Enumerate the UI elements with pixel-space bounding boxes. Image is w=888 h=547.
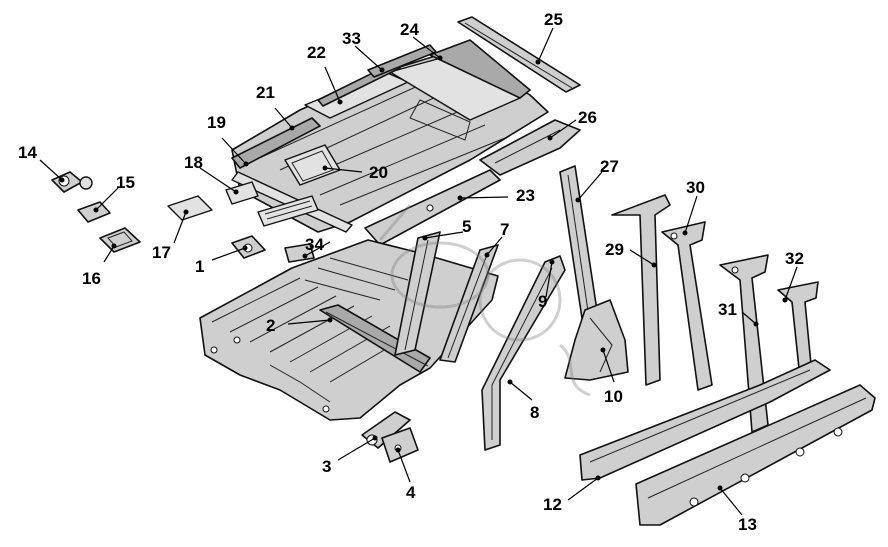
- callout-labels: 1 2 3 4 5 7 8 9 10 12 13 14 15 16 17 18 …: [18, 10, 804, 534]
- rail-hole: [426, 204, 434, 212]
- leader-lines: [39, 27, 798, 516]
- callout-16: 16: [82, 269, 101, 288]
- callout-17: 17: [152, 243, 171, 262]
- rear-header-crease: [464, 22, 573, 89]
- a-pillar-crease: [404, 239, 429, 351]
- callout-15: 15: [116, 173, 135, 192]
- callout-5: 5: [462, 217, 471, 236]
- callout-3: 3: [322, 457, 331, 476]
- callout-29: 29: [605, 240, 624, 259]
- callout-34: 34: [305, 235, 324, 254]
- watermark-logo: [378, 204, 591, 397]
- rocker-inner-crease: [589, 369, 811, 463]
- seat-mount-bracket: [381, 427, 419, 463]
- wheel-arch-crease: [589, 317, 613, 373]
- callout-18: 18: [184, 153, 203, 172]
- callout-19: 19: [207, 113, 226, 132]
- b-pillar-outer: [481, 255, 566, 451]
- callout-32: 32: [785, 249, 804, 268]
- callout-8: 8: [530, 403, 539, 422]
- callout-4: 4: [406, 483, 416, 502]
- cross-member-crease: [325, 311, 429, 367]
- callout-25: 25: [544, 10, 563, 29]
- roof-bow-rear: [429, 39, 531, 99]
- callout-30: 30: [686, 178, 705, 197]
- callout-23: 23: [516, 186, 535, 205]
- rocker-hole-2: [740, 473, 750, 483]
- callout-24: 24: [400, 20, 419, 39]
- callout-9: 9: [538, 292, 547, 311]
- rear-roof-header: [457, 16, 581, 93]
- rear-pillar-32: [777, 281, 819, 379]
- pillar-30-hole: [670, 232, 678, 240]
- rocker-hole-1: [689, 497, 699, 507]
- callout-26: 26: [578, 108, 597, 127]
- wheel-arch-reinforcement: [564, 299, 629, 381]
- rocker-hole-4: [833, 427, 843, 437]
- callout-12: 12: [543, 495, 562, 514]
- callout-10: 10: [604, 387, 623, 406]
- rocker-outer: [635, 384, 876, 526]
- rocker-hole-3: [795, 447, 805, 457]
- callout-20: 20: [369, 163, 388, 182]
- callout-13: 13: [738, 515, 757, 534]
- rear-pillar-29: [611, 194, 671, 386]
- rear-pillar-30: [661, 221, 713, 391]
- callout-33: 33: [342, 29, 361, 48]
- callout-1: 1: [195, 257, 204, 276]
- parts-group-left: [51, 171, 266, 259]
- rocker-inner: [579, 359, 831, 481]
- b-pillar-crease: [447, 251, 489, 359]
- callout-31: 31: [718, 300, 737, 319]
- roof-panel: [231, 49, 549, 233]
- visor-bracket: [225, 181, 259, 205]
- roof-side-rail: [479, 119, 581, 176]
- roof-side-rail-crease: [494, 129, 561, 164]
- a-pillar-reinforcement: [394, 231, 441, 356]
- leader-dots: [59, 55, 788, 491]
- callout-2: 2: [266, 316, 275, 335]
- callout-7: 7: [500, 220, 509, 239]
- lamp-bracket-ribs: [264, 200, 313, 220]
- callout-14: 14: [18, 143, 37, 162]
- callout-21: 21: [256, 83, 275, 102]
- pillar-31-hole: [731, 266, 739, 274]
- rocker-outer-crease: [647, 397, 867, 499]
- callout-27: 27: [600, 157, 619, 176]
- b-pillar-outer-crease: [491, 267, 553, 440]
- callout-22: 22: [307, 43, 326, 62]
